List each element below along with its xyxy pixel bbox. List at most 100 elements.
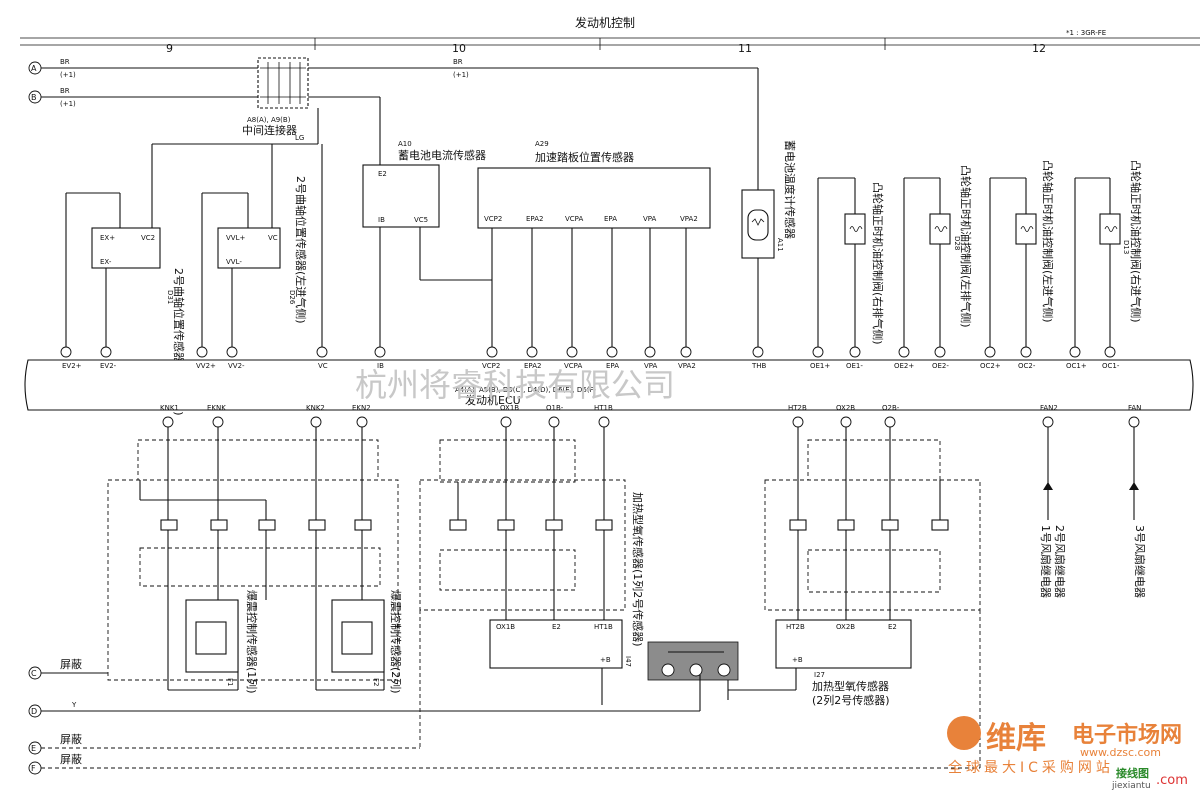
f1-code: F1 [226, 678, 234, 686]
jiexiantu-url: jiexiantu [1111, 781, 1151, 791]
svg-text:+B: +B [600, 656, 611, 664]
d12-name: 凸轮轴正时机油控制阀(左进气侧) [1041, 160, 1055, 323]
jiexiantu-label: 接线图 [1116, 766, 1149, 780]
svg-text:OE2-: OE2- [932, 362, 949, 370]
svg-text:OX2B: OX2B [836, 404, 855, 412]
svg-text:E2: E2 [888, 623, 897, 631]
shield-c: 屏蔽 [60, 658, 82, 671]
svg-text:KNK2: KNK2 [306, 404, 325, 412]
svg-text:OC1-: OC1- [1102, 362, 1120, 370]
svg-text:EPA: EPA [604, 215, 617, 223]
ecu-name: 发动机ECU [465, 393, 521, 407]
column-10: 10 [452, 42, 466, 55]
svg-text:OE1-: OE1- [846, 362, 863, 370]
wire-plus1-top: (+1) [453, 71, 469, 79]
svg-text:O2B-: O2B- [882, 404, 900, 412]
f1-name: 爆震控制传感器(1列) [245, 590, 259, 694]
ocv-left-exhaust: D28 凸轮轴正时机油控制阀(左排气侧) [903, 165, 973, 352]
svg-text:VCP2: VCP2 [484, 215, 502, 223]
a10-code: A10 [398, 140, 412, 148]
svg-text:EPA: EPA [606, 362, 619, 370]
svg-text:OC1+: OC1+ [1066, 362, 1087, 370]
shield-e: 屏蔽 [60, 733, 82, 746]
svg-text:VC2: VC2 [141, 234, 155, 242]
connector-f: F [31, 764, 36, 773]
ecu-top-pins: EV2+ EV2- VV2+ VV2- VC IB VCP2 EPA2 VCPA… [60, 346, 1120, 370]
svg-text:VV2-: VV2- [228, 362, 245, 370]
svg-text:HT2B: HT2B [786, 623, 805, 631]
svg-text:VCPA: VCPA [565, 215, 583, 223]
engine-note: *1 : 3GR-FE [1066, 29, 1106, 37]
brand-url: www.dzsc.com [1080, 746, 1161, 759]
d26-code: D26 [288, 290, 296, 305]
svg-text:HT1B: HT1B [594, 623, 613, 631]
ocv-right-intake: D13 凸轮轴正时机油控制阀(右进气侧) [1074, 160, 1143, 352]
svg-text:EX+: EX+ [100, 234, 115, 242]
connector-b: B [31, 93, 37, 102]
svg-text:VC5: VC5 [414, 216, 428, 224]
svg-text:KNK1: KNK1 [160, 404, 179, 412]
i27-code: I27 [814, 671, 825, 679]
fan2-label: 2号风扇继电器 [1053, 525, 1067, 598]
svg-text:FAN2: FAN2 [1040, 404, 1058, 412]
shield-f: 屏蔽 [60, 753, 82, 766]
d28-code: D28 [953, 236, 961, 250]
svg-text:EV2+: EV2+ [62, 362, 82, 370]
intermediate-code: A8(A), A9(B) [247, 116, 291, 124]
jiexiantu-com: .com [1156, 773, 1188, 788]
wire-br-top: BR [453, 58, 463, 66]
page-title: 发动机控制 [575, 15, 635, 30]
a11-code: A11 [776, 238, 784, 252]
svg-text:VPA2: VPA2 [678, 362, 696, 370]
i27-name: 加热型氧传感器 [812, 679, 889, 693]
column-9: 9 [166, 42, 173, 55]
d26-name: 2号曲轴位置传感器(左进气侧) [294, 176, 308, 324]
svg-text:VCP2: VCP2 [482, 362, 500, 370]
ecu-watermark: 杭州将睿科技有限公司 [355, 366, 675, 404]
i27-sub: (2列2号传感器) [812, 693, 890, 707]
f2-name: 爆震控制传感器(2列) [389, 590, 403, 694]
connector-a: A [31, 64, 37, 73]
svg-text:IB: IB [377, 362, 384, 370]
svg-text:FAN: FAN [1128, 404, 1141, 412]
intermediate-name: 中间连接器 [242, 124, 297, 137]
svg-text:VPA: VPA [643, 215, 657, 223]
svg-text:OC2-: OC2- [1018, 362, 1036, 370]
fan1-label: 1号风扇继电器 [1039, 525, 1053, 598]
svg-text:EKN2: EKN2 [352, 404, 371, 412]
svg-text:EPA2: EPA2 [526, 215, 543, 223]
f2-code: F2 [372, 678, 380, 686]
i47-name: 加热型氧传感器(1列2号传感器) [631, 492, 645, 647]
svg-text:OE1+: OE1+ [810, 362, 830, 370]
ocv-left-intake: 凸轮轴正时机油控制阀(左进气侧) [989, 160, 1055, 352]
column-11: 11 [738, 42, 752, 55]
brand-slogan: 全球最大IC采购网站 [948, 759, 1114, 776]
connector-e: E [31, 744, 36, 753]
svg-text:HT1B: HT1B [594, 404, 613, 412]
wire-y-d: Y [71, 701, 77, 709]
svg-text:THB: THB [751, 362, 767, 370]
svg-text:OX1B: OX1B [500, 404, 519, 412]
svg-text:EX-: EX- [100, 258, 112, 266]
d31-code: D31 [166, 290, 174, 304]
d13-code: D13 [1122, 240, 1130, 254]
svg-text:VVL-: VVL- [226, 258, 242, 266]
a10-name: 蓄电池电流传感器 [398, 148, 486, 162]
svg-text:VC: VC [268, 234, 278, 242]
wire-plus1-b: (+1) [60, 100, 76, 108]
ocv-right-exhaust: 凸轮轴正时机油控制阀(右排气侧) [817, 177, 885, 352]
svg-text:E2: E2 [378, 170, 387, 178]
svg-text:EV2-: EV2- [100, 362, 117, 370]
brand-logo-text: 维库 [986, 721, 1046, 756]
svg-text:+B: +B [792, 656, 803, 664]
a29-name: 加速踏板位置传感器 [535, 150, 634, 164]
ecu-bottom-pins: KNK1 EKNK KNK2 EKN2 OX1B O1B- HT1B HT2B … [160, 404, 1141, 428]
svg-text:VPA: VPA [644, 362, 658, 370]
ecu-codes: A4(A), A5(B), D5(C), D4(D), D6(E), D6(F) [455, 386, 596, 394]
svg-text:OC2+: OC2+ [980, 362, 1001, 370]
svg-text:VVL+: VVL+ [226, 234, 245, 242]
svg-text:OX1B: OX1B [496, 623, 515, 631]
svg-text:E2: E2 [552, 623, 561, 631]
svg-text:VCPA: VCPA [564, 362, 582, 370]
